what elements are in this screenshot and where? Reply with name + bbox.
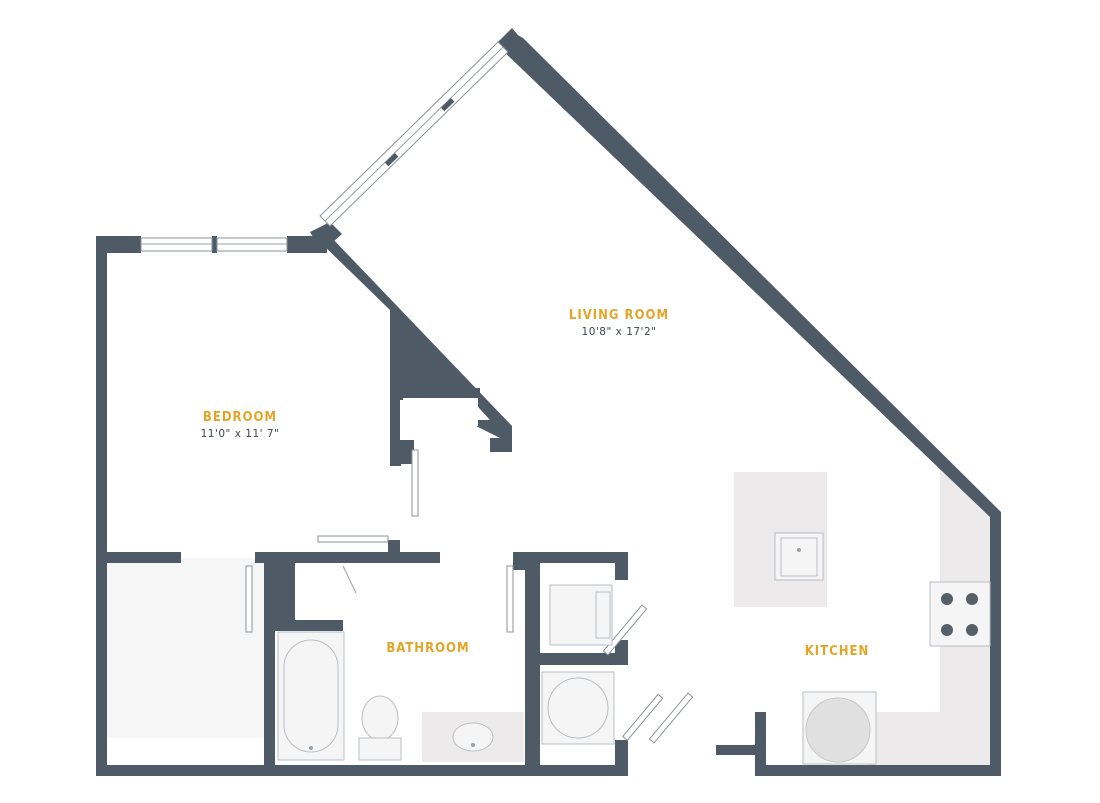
dryer xyxy=(541,671,615,745)
bedroom-window xyxy=(140,237,288,252)
doors xyxy=(245,449,694,744)
bathtub xyxy=(277,631,345,761)
toilet xyxy=(358,695,402,761)
bedroom-label: BEDROOM xyxy=(203,410,277,425)
bathroom-label: BATHROOM xyxy=(386,641,469,656)
living-room-size: 10'8" x 17'2" xyxy=(582,326,657,338)
interior-walls xyxy=(107,236,766,776)
stove xyxy=(929,581,991,647)
washer xyxy=(549,584,613,646)
bedroom-size: 11'0" x 11' 7" xyxy=(201,428,280,440)
refrigerator xyxy=(802,691,877,765)
living-window xyxy=(319,41,509,227)
kitchen-sink xyxy=(774,532,824,581)
sink xyxy=(452,722,494,752)
living-room-label: LIVING ROOM xyxy=(569,308,669,323)
kitchen-label: KITCHEN xyxy=(805,644,870,659)
closet-floor xyxy=(106,558,264,738)
